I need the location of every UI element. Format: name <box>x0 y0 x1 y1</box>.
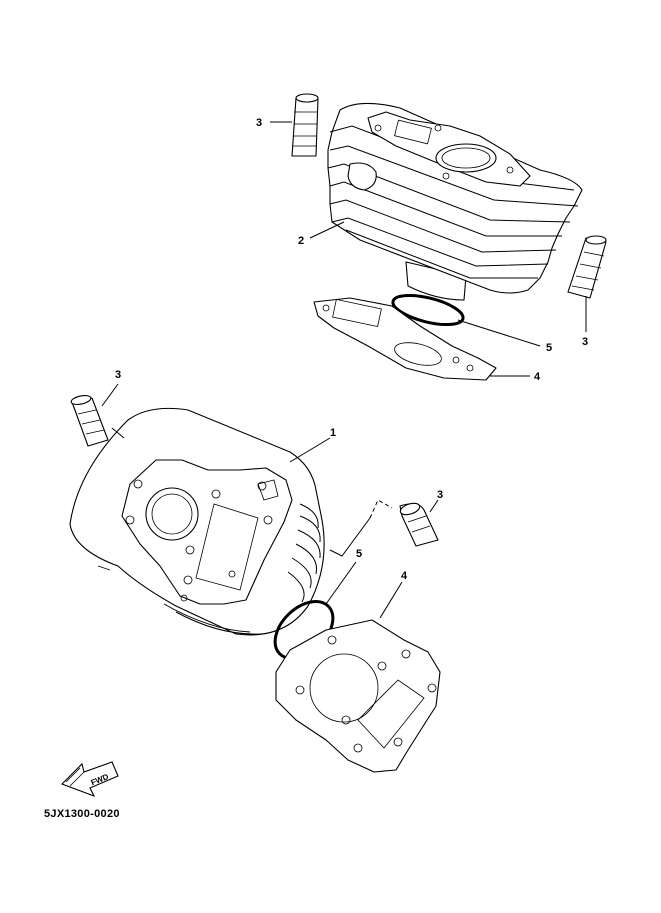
callout-5-lower: 5 <box>356 548 362 560</box>
gasket-lower <box>275 619 441 773</box>
o-ring-upper <box>391 293 465 327</box>
callout-5-upper: 5 <box>546 342 552 354</box>
callout-3-upper-right: 3 <box>582 336 588 348</box>
dowel-pin-upper-right <box>567 235 607 299</box>
diagram-code: 5JX1300-0020 <box>44 808 120 820</box>
dowel-pin-lower-left <box>70 395 109 447</box>
callout-3-lower-right: 3 <box>437 489 443 501</box>
rear-cylinder <box>327 102 583 301</box>
callout-3-lower-left: 3 <box>115 369 121 381</box>
callout-4-lower: 4 <box>401 570 408 582</box>
dowel-pin-upper-left <box>291 93 319 157</box>
dowel-pin-lower-right <box>399 502 439 547</box>
leader-lines <box>101 121 587 619</box>
lower-assembly <box>69 395 441 773</box>
upper-assembly <box>291 93 607 381</box>
callout-1: 1 <box>330 427 336 439</box>
callout-3-upper-left: 3 <box>256 117 262 129</box>
forward-arrow-icon: FWD <box>61 761 119 798</box>
front-cylinder <box>69 407 325 636</box>
callout-4-upper: 4 <box>534 371 541 383</box>
callout-2: 2 <box>298 235 304 247</box>
gasket-upper <box>313 297 497 381</box>
